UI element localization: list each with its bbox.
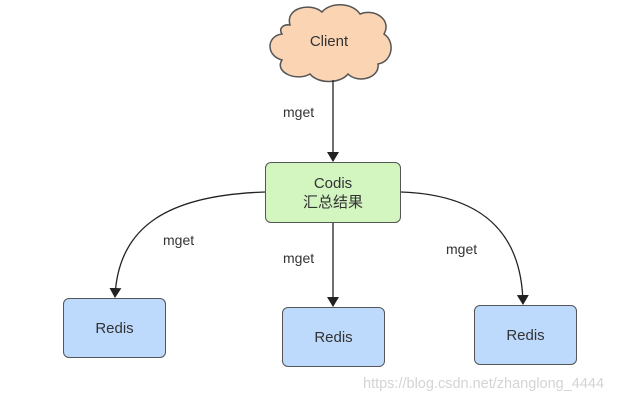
client-label: Client [309, 33, 349, 50]
redis-label: Redis [506, 326, 545, 344]
arrow-codis-to-right-redis [400, 191, 529, 305]
redis-node-left: Redis [63, 298, 166, 358]
edge-label-middle: mget [283, 250, 315, 266]
arrow-codis-to-left-redis [109, 191, 266, 298]
redis-node-right: Redis [474, 305, 577, 365]
edge-label-client-codis: mget [283, 104, 315, 120]
watermark: https://blog.csdn.net/zhanglong_4444 [363, 376, 605, 392]
edge-label-right: mget [446, 241, 478, 257]
redis-label: Redis [95, 319, 134, 337]
redis-node-middle: Redis [282, 307, 385, 367]
codis-node: Codis 汇总结果 [265, 162, 401, 223]
codis-title: Codis [313, 174, 353, 192]
redis-label: Redis [314, 328, 353, 346]
codis-subtitle: 汇总结果 [302, 193, 363, 211]
edge-label-left: mget [163, 232, 195, 248]
client-cloud [269, 4, 392, 83]
